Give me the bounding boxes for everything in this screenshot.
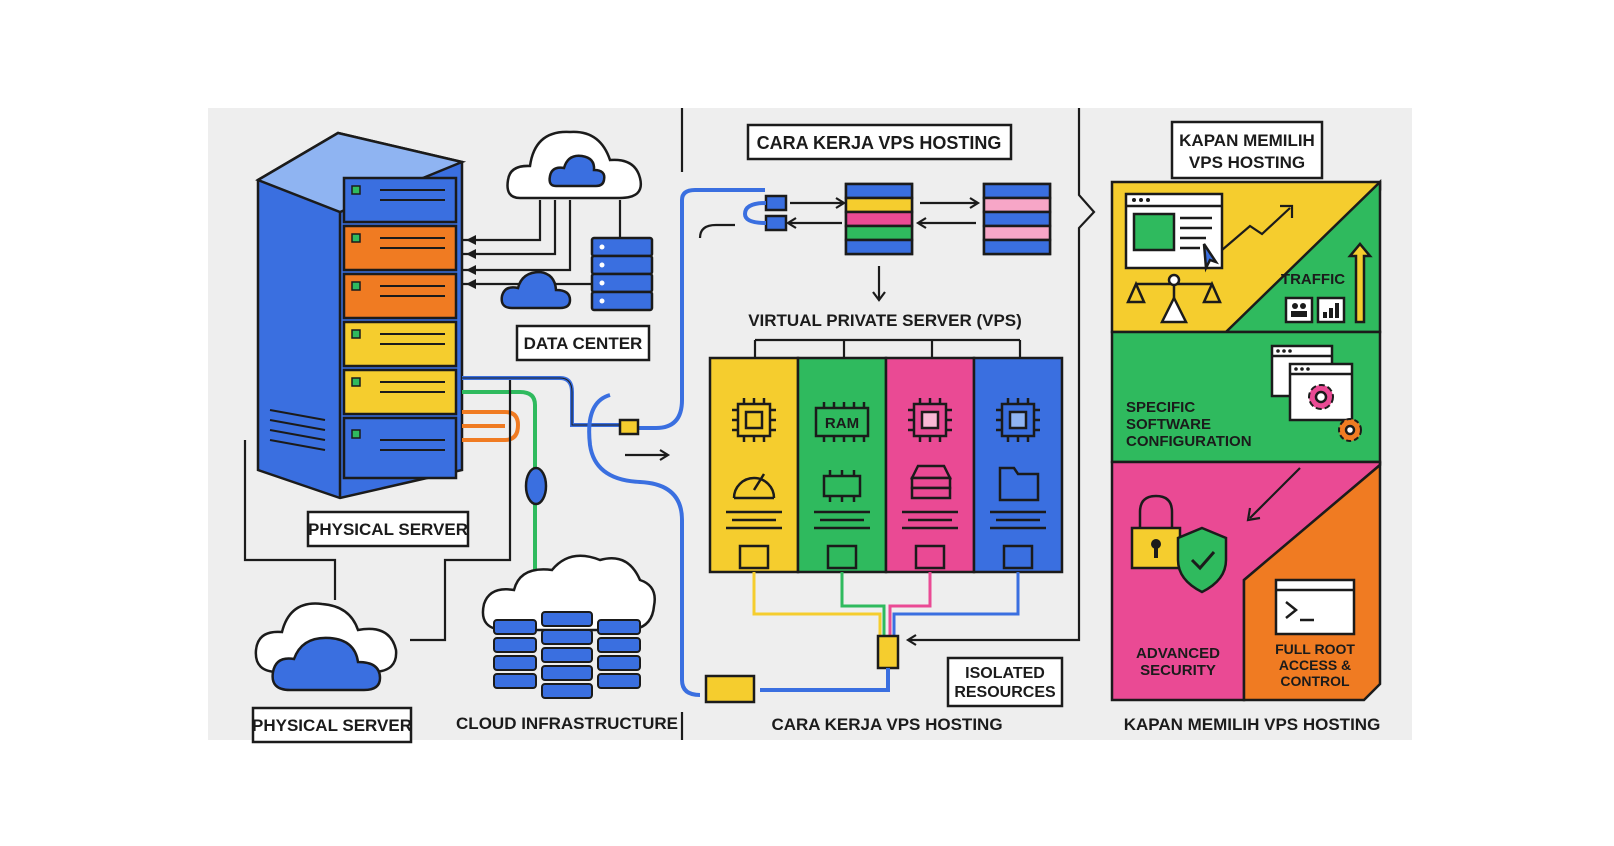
gear-icon-small <box>1338 418 1362 442</box>
cpu-chip-icon-pink <box>908 398 952 442</box>
memory-module-icon <box>822 470 862 502</box>
isolated-resources-line2: RESOURCES <box>954 684 1056 701</box>
gauge-icon <box>732 473 776 500</box>
cloud-icon-top <box>506 130 643 200</box>
cable-green-vps <box>840 572 886 636</box>
ethernet-plug-icon-top-1 <box>764 194 788 212</box>
divider-right <box>1077 108 1096 632</box>
ethernet-port-icon-2 <box>826 544 858 570</box>
cable-yellow <box>752 572 882 636</box>
root-label-line2: ACCESS & <box>1279 657 1351 673</box>
arrow-down-left-icon <box>1246 507 1261 522</box>
up-arrow-icon <box>1347 242 1373 324</box>
physical-server-bottom-label: PHYSICAL SERVER <box>252 716 412 735</box>
cable-bundle-icon <box>524 466 548 506</box>
cpu-chip-icon-blue <box>996 398 1040 442</box>
cpu-chip-icon <box>732 398 776 442</box>
terminal-icon <box>1274 578 1356 636</box>
ethernet-port-icon-1 <box>738 544 770 570</box>
physical-server-rack <box>255 131 467 500</box>
cloud-icon-bottom <box>254 602 398 692</box>
vps-label: VIRTUAL PRIVATE SERVER (VPS) <box>748 311 1022 330</box>
server-box-striped-1 <box>844 182 914 256</box>
physical-server-label-box <box>306 510 470 548</box>
cloud-infrastructure-icon <box>481 554 656 699</box>
security-label-line2: SECURITY <box>1140 662 1216 679</box>
ram-chip-icon: RAM <box>814 402 870 442</box>
isolated-resources-box <box>946 656 1064 708</box>
kapan-memilih-title-line2: VPS HOSTING <box>1189 153 1305 172</box>
cloud-icon-small <box>500 270 572 310</box>
security-label-line1: ADVANCED <box>1136 645 1220 662</box>
software-label-line3: CONFIGURATION <box>1126 433 1252 450</box>
browser-window-icon <box>1124 192 1224 273</box>
cable-blue-3 <box>626 188 765 430</box>
server-box-striped-2 <box>982 182 1052 256</box>
vps-column-ram <box>796 356 888 574</box>
cable-blue-2 <box>587 393 701 697</box>
cable-blue-vps <box>892 572 1020 636</box>
cara-kerja-title: CARA KERJA VPS HOSTING <box>757 133 1002 153</box>
arrow-right-icon <box>659 449 671 461</box>
physical-server-label: PHYSICAL SERVER <box>308 520 468 539</box>
server-stack-icon-small <box>590 236 654 312</box>
growth-arrow-icon <box>1221 207 1291 251</box>
data-center-label-box <box>515 324 651 362</box>
ethernet-plug-icon <box>618 418 640 436</box>
connector-rack-cloud <box>243 440 337 600</box>
cable-pink <box>888 572 932 636</box>
cable-green <box>462 390 537 580</box>
ethernet-plug-icon-bottom <box>704 674 756 704</box>
rack-unit-blue-bottom <box>342 416 458 480</box>
data-center-label: DATA CENTER <box>524 334 643 353</box>
kapan-memilih-footer: KAPAN MEMILIH VPS HOSTING <box>1124 715 1381 734</box>
ethernet-plug-icon-merge <box>876 634 900 670</box>
root-label-line3: CONTROL <box>1280 673 1350 689</box>
folder-icon <box>998 466 1040 502</box>
cursor-icon <box>1202 243 1220 273</box>
ethernet-plug-icon-top-2 <box>764 214 788 232</box>
gear-icon <box>1308 384 1334 410</box>
software-label-line1: SPECIFIC <box>1126 399 1195 416</box>
cara-kerja-footer: CARA KERJA VPS HOSTING <box>771 715 1002 734</box>
physical-server-bottom-label-box <box>251 706 413 744</box>
cloud-infrastructure-label: CLOUD INFRASTRUCTURE <box>456 714 678 733</box>
server-rack-top <box>255 131 467 214</box>
scale-icon <box>1126 273 1222 324</box>
vps-container <box>708 356 1064 574</box>
cara-kerja-title-box <box>746 123 1013 161</box>
ethernet-port-icon-4 <box>1002 544 1034 570</box>
hard-drive-icon <box>909 464 953 500</box>
traffic-label: TRAFFIC <box>1281 271 1345 288</box>
ram-label: RAM <box>825 415 859 432</box>
vps-column-files <box>972 356 1064 574</box>
isolated-resources-line1: ISOLATED <box>965 665 1045 682</box>
kapan-memilih-title-line1: KAPAN MEMILIH <box>1179 131 1315 150</box>
shield-check-icon <box>1176 526 1228 594</box>
software-label-line2: SOFTWARE <box>1126 416 1211 433</box>
root-label-line1: FULL ROOT <box>1275 641 1355 657</box>
users-icon <box>1284 296 1314 324</box>
kapan-memilih-title-box <box>1170 120 1324 180</box>
vps-column-cpu <box>708 356 800 574</box>
ethernet-port-icon-3 <box>914 544 946 570</box>
